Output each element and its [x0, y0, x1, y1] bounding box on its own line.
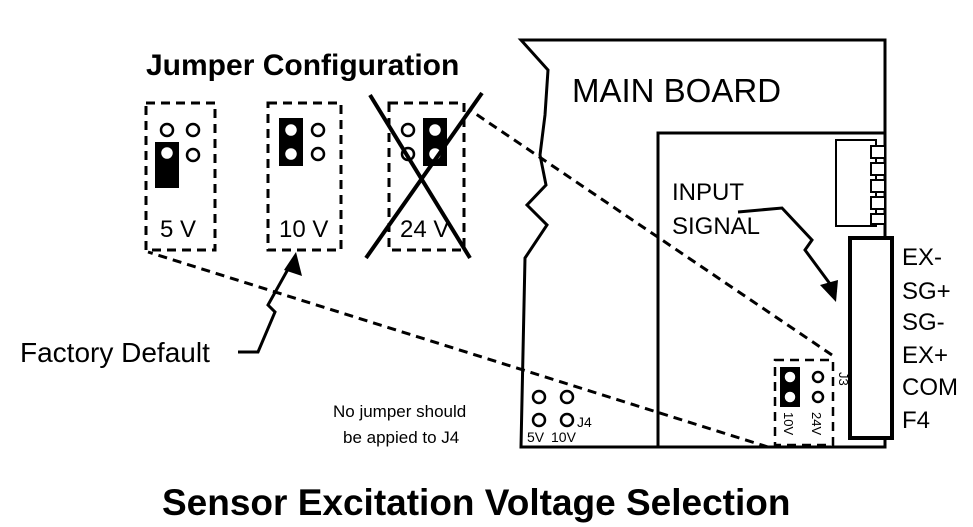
connector-header [835, 139, 886, 227]
zoom-line-top [469, 108, 833, 357]
terminal-label: EX- [902, 244, 942, 271]
j3-name: J3 [836, 372, 851, 386]
input-signal-label: SIGNAL [672, 213, 760, 240]
j4-note: No jumper should [333, 402, 466, 421]
terminal-block [848, 236, 894, 440]
diagram-caption: Sensor Excitation Voltage Selection [162, 482, 790, 523]
j4-label-5v: 5V [527, 429, 545, 445]
jumper-label: 5 V [160, 216, 196, 243]
input-signal-arrow [737, 206, 838, 302]
jumper-5v: 5 V [144, 101, 217, 252]
jumper-10v: 10 V [266, 101, 343, 252]
jumper-config-title: Jumper Configuration [146, 49, 459, 82]
inner-board [656, 131, 885, 447]
j4-label-10v: 10V [551, 429, 577, 445]
main-board-label: MAIN BOARD [572, 72, 781, 109]
j3-label-10v: 10V [781, 412, 796, 435]
jumper-label: 10 V [279, 216, 328, 243]
terminal-label: EX+ [902, 342, 948, 369]
terminal-label: SG- [902, 309, 945, 336]
jumper-label: 24 V [400, 216, 449, 243]
j4-header: J4 5V 10V [527, 389, 592, 445]
terminal-label: SG+ [902, 278, 951, 305]
terminal-label: F4 [902, 407, 930, 434]
factory-default-arrow [238, 252, 302, 354]
jumper-24v: 24 V [364, 91, 484, 260]
zoom-line-bottom [147, 250, 769, 449]
cross-out-mark [368, 93, 472, 260]
j4-note: be appied to J4 [343, 428, 459, 447]
factory-default-label: Factory Default [20, 337, 210, 368]
j4-name: J4 [577, 414, 592, 430]
j3-label-24v: 24V [809, 412, 824, 435]
cross-out-mark [364, 91, 484, 260]
j3-header: J3 10V 24V [773, 358, 851, 447]
input-signal-label: INPUT [672, 179, 744, 206]
terminal-label: COM [902, 374, 958, 401]
